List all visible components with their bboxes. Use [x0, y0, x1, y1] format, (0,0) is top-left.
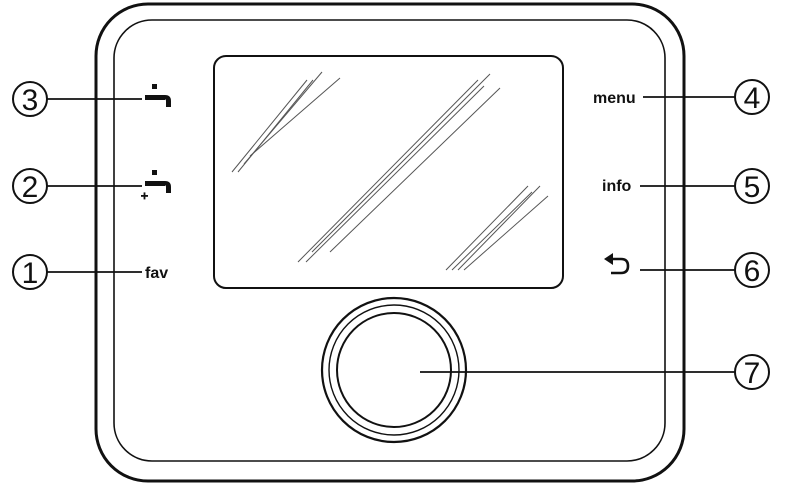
menu-label: menu: [593, 90, 636, 107]
fav-button[interactable]: fav: [145, 265, 168, 282]
rotary-knob[interactable]: [320, 296, 468, 444]
dhw-once-button[interactable]: [141, 170, 171, 200]
display-screen: [213, 55, 564, 289]
back-arrow-icon: [604, 253, 630, 275]
callout-4: 4: [643, 79, 770, 115]
callout-4-number: 4: [744, 82, 761, 115]
dhw-button[interactable]: [145, 84, 171, 107]
device-inner-frame: [113, 19, 666, 462]
callout-7: 7: [420, 354, 770, 390]
info-button[interactable]: info: [602, 178, 632, 195]
callout-2-number: 2: [22, 171, 39, 204]
callout-2: 2: [12, 168, 142, 204]
menu-button[interactable]: menu: [593, 90, 636, 107]
fav-label: fav: [145, 265, 168, 282]
callout-5-number: 5: [744, 171, 761, 204]
callout-3-number: 3: [22, 84, 39, 117]
tap-plus-icon: [141, 170, 171, 200]
device-outer-frame: [94, 2, 686, 483]
back-button[interactable]: [604, 253, 630, 275]
callout-6-number: 6: [744, 255, 761, 288]
tap-icon: [145, 84, 171, 107]
callout-1-number: 1: [22, 257, 39, 290]
screen-glare-lines: [231, 71, 549, 271]
callout-3: 3: [12, 81, 142, 117]
callout-1: 1: [12, 254, 142, 290]
callout-7-number: 7: [744, 357, 761, 390]
callout-5: 5: [640, 168, 770, 204]
info-label: info: [602, 178, 632, 195]
callout-6: 6: [640, 252, 770, 288]
